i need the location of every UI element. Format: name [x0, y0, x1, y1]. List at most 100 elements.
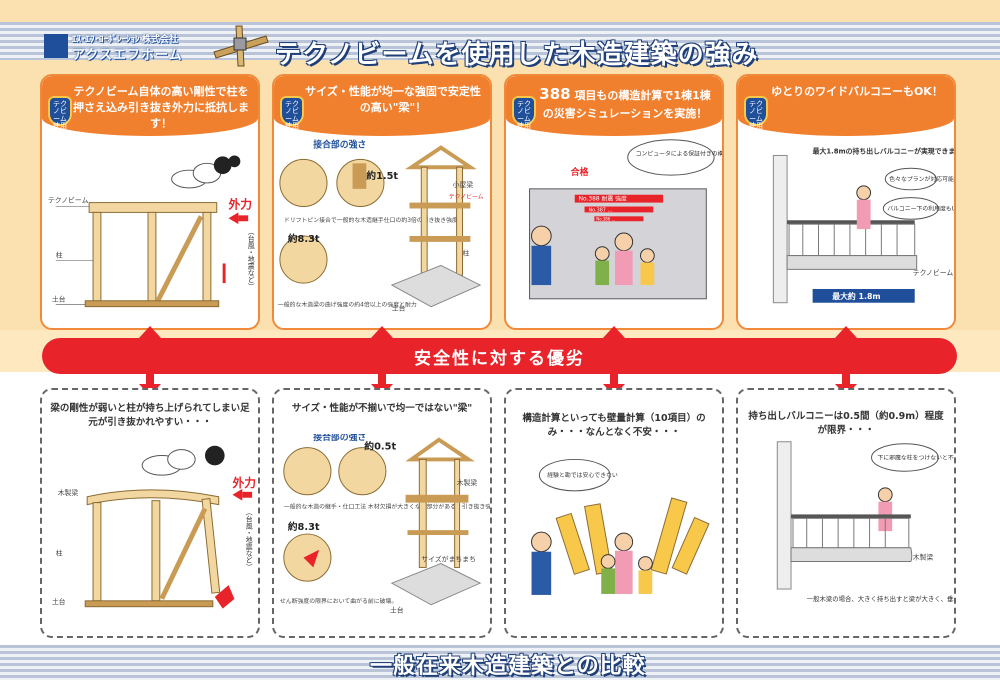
pass-label: 合格: [571, 166, 589, 178]
beam-label: 木製梁: [913, 553, 934, 562]
panel-caption: テクノビーム自体の高い剛性で柱を押さえ込み引き抜き外力に抵抗します！: [73, 85, 249, 130]
panel-caption: 持ち出しバルコニーは0.5間（約0.9m）程度が限界・・・: [748, 411, 944, 437]
panel-header: [274, 76, 490, 136]
down-arrow-stem: [378, 374, 386, 384]
force-sub-label: （台風・地震など）: [246, 228, 254, 290]
bottom-note: 一般木梁の場合、大きく持ち出すと梁が大きく、垂れてくることも！: [807, 594, 954, 603]
panel-caption: サイズ・性能が均一な強固で安定性の高い"梁"！: [305, 85, 481, 114]
speech-bubble: 下に邪魔な柱をつけないと不安！: [877, 453, 954, 461]
safety-comparison-band: 安全性に対する優劣: [42, 338, 957, 374]
techno-label: テクノビーム: [449, 193, 484, 201]
family-figures: [531, 531, 653, 595]
force-label: 外力: [228, 197, 253, 211]
header-stripes: [0, 22, 1000, 60]
up-arrow: [139, 326, 161, 338]
force-label: 外力: [231, 476, 256, 490]
footer-stripes: [0, 645, 1000, 680]
uneven-structure-illustration: 接合部の強さ 約0.5t 一般的な木造の継手・仕口工法 木材欠損が大きくなる部分…: [280, 434, 490, 615]
company-name-line1: ｴｽ･ｴﾌ･ｺｰﾎﾟﾚｰｼｮﾝ 株式会社: [72, 34, 179, 44]
top-panel-beam-rigidity: テクノビーム使用 テクノビーム自体の高い剛性で柱を押さえ込み引き抜き外力に抵抗し…: [40, 74, 260, 330]
panel-caption: ゆとりのワイドバルコニーもOK！: [771, 85, 943, 98]
panel-caption: 梁の剛性が弱いと柱が持ち上げられてしまい足元が引き抜かれやすい・・・: [50, 403, 250, 429]
limited-balcony-illustration: 下に邪魔な柱をつけないと不安！ 木製梁 一般木梁の場合、大きく持ち出すと梁が大き…: [776, 441, 954, 603]
panel-header: [738, 76, 954, 136]
up-arrow: [371, 326, 393, 338]
joint-title: 接合部の強さ: [313, 434, 366, 443]
base-label: 土台: [392, 304, 406, 313]
techno-beam-badge: テクノビーム使用: [512, 96, 536, 130]
strength-2: 約8.3t: [288, 232, 320, 245]
band-label: 安全性に対する優劣: [414, 349, 585, 369]
beam-strength-note: 一般的な木造梁の曲げ強度の約4倍以上の強度と耐力: [278, 301, 417, 309]
bottom-panel-limited-balcony: 持ち出しバルコニーは0.5間（約0.9m）程度が限界・・・ 下に邪魔な柱をつけな…: [736, 388, 956, 638]
joint-note: ドリフトピン接合で一般的な木造継手仕口の約3倍の引き抜き強度: [284, 216, 458, 224]
worried-family-illustration: 経験と勘では安心できない: [531, 458, 710, 595]
down-arrow-stem: [610, 374, 618, 384]
down-arrow-stem: [146, 374, 154, 384]
company-name-line2: アクスエフホーム: [72, 47, 183, 62]
strength-2: 約8.3t: [288, 520, 320, 533]
check-item-1: No.388 耐震 強度: [579, 195, 627, 203]
bubble-usage: バルコニー下の利用度もUP!: [887, 204, 954, 212]
page-title: テクノビームを使用した木造建築の強み: [275, 40, 759, 70]
shear-note: せん断強度の限界において曲がる前に破壊。: [280, 597, 397, 605]
speech-bubble: コンピュータによる保証付きの構造計算で家族みんなが安心: [636, 149, 722, 157]
techno-beam-badge: テクノビーム使用: [280, 96, 304, 130]
beam-label: 木製梁: [58, 488, 79, 497]
balcony-illustration: 最大1.8mの持ち出しバルコニーが実現できます！ 色々なプランが対応可能！ バル…: [772, 146, 954, 304]
item-count: 388: [539, 85, 571, 103]
weak-frame-illustration: 外力 （台風・地震など） 木製梁 柱 土台: [52, 445, 256, 609]
panel-header: [42, 76, 258, 136]
base-label: 土台: [52, 295, 66, 304]
frame-structure: [390, 437, 482, 606]
frame-illustration: テクノビーム 柱 土台 外力 （台風・地震など）: [48, 155, 255, 308]
beam-label: 木製梁: [457, 478, 478, 487]
simulation-illustration: コンピュータによる保証付きの構造計算で家族みんなが安心 合格 No.388 耐震…: [529, 139, 722, 300]
panel-caption: 388 項目もの構造計算で1棟1棟の災害シミュレーションを実施！: [534, 84, 716, 122]
caption-text: 項目もの構造計算で1棟1棟の災害シミュレーションを実施！: [542, 89, 711, 120]
strength-1: 約1.5t: [366, 169, 398, 182]
top-panel-structural-calc: テクノビーム使用 388 項目もの構造計算で1棟1棟の災害シミュレーションを実施…: [504, 74, 724, 330]
size-label: サイズがまちまち: [421, 555, 476, 564]
panel-header: [506, 76, 722, 136]
techno-beam-badge: テクノビーム使用: [744, 96, 768, 130]
company-logo: [44, 34, 68, 58]
wind-cloud-icon: [171, 155, 241, 189]
beam-label: テクノビーム: [48, 196, 89, 205]
frame-structure: [390, 145, 482, 308]
base-label: 土台: [390, 606, 404, 615]
wind-cloud-icon: [141, 445, 225, 476]
top-panel-wide-balcony: テクノビーム使用 ゆとりのワイドバルコニーもOK！ 最大1.8mの持ち出しバルコ…: [736, 74, 956, 330]
balcony-note: 最大1.8mの持ち出しバルコニーが実現できます！: [813, 146, 954, 155]
bottom-panel-uneven-beam: サイズ・性能が不揃いで均一ではない"梁" 接合部の強さ 約0.5t 一般的な木造…: [272, 388, 492, 638]
top-panel-uniform-beam: テクノビーム使用 サイズ・性能が均一な強固で安定性の高い"梁"！ 接合部の強さ …: [272, 74, 492, 330]
balcony-railing: [788, 223, 916, 257]
check-item-3: No.386 …: [596, 216, 615, 221]
bottom-panel-weak-beam: 梁の剛性が弱いと柱が持ち上げられてしまい足元が引き抜かれやすい・・・ 外力 （台…: [40, 388, 260, 638]
bottom-panel-wall-calc: 構造計算といっても壁量計算（10項目）のみ・・・なんとなく不安・・・ 経験と勘で…: [504, 388, 724, 638]
force-sub-label: （台風・地震など）: [244, 509, 252, 571]
comparison-title: 一般在来木造建築との比較: [370, 654, 646, 679]
strength-1: 約0.5t: [364, 440, 396, 453]
pillar-label: 柱: [56, 549, 63, 558]
balcony-railing: [792, 517, 910, 549]
family-figures: [531, 225, 655, 286]
techno-label: テクノビーム: [913, 268, 954, 277]
panel-caption: サイズ・性能が不揃いで均一ではない"梁": [291, 403, 473, 414]
check-item-2: No.387 …: [588, 207, 612, 213]
joint-note: 一般的な木造の継手・仕口工法 木材欠損が大きくなる部分がある。引き抜き強度も約0…: [284, 503, 490, 511]
speech-bubble: 経験と勘では安心できない: [547, 471, 618, 479]
joint-title: 接合部の強さ: [313, 139, 366, 151]
pillar-label: 柱: [56, 251, 63, 260]
structure-illustration: 接合部の強さ 約1.5t ドリフトピン接合で一般的な木造継手仕口の約3倍の引き抜…: [278, 139, 484, 313]
techno-beam-badge: テクノビーム使用: [48, 96, 72, 130]
pillar-label: 柱: [463, 249, 470, 258]
down-arrow-stem: [842, 374, 850, 384]
beam-joint-icon: [213, 25, 269, 67]
small-beam-label: 小屋梁: [453, 180, 474, 189]
panel-caption: 構造計算といっても壁量計算（10項目）のみ・・・なんとなく不安・・・: [522, 413, 706, 439]
up-arrow: [603, 326, 625, 338]
up-arrow: [835, 326, 857, 338]
bubble-plans: 色々なプランが対応可能！: [889, 175, 954, 183]
